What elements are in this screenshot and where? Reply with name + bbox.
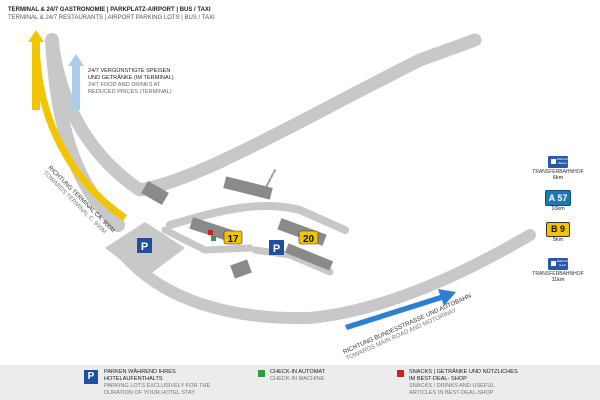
header-title-de: TERMINAL & 24/7 GASTRONOMIE | PARKPLATZ-… bbox=[8, 7, 211, 13]
road-link-lot17 bbox=[161, 226, 254, 254]
legend-parking-de-1: PARKEN WÄHREND IHRES bbox=[104, 369, 176, 375]
shop-marker bbox=[208, 230, 213, 235]
shuttle-weeze-sign: Bahnhof Weeze bbox=[548, 156, 568, 168]
road-terminal-approach bbox=[45, 33, 125, 232]
bus-icon bbox=[551, 261, 556, 266]
legend-shop-en-2: ARTICLES IN BEST-DEAL-SHOP bbox=[409, 390, 494, 396]
building-2 bbox=[223, 176, 273, 200]
lot-17-badge bbox=[223, 230, 243, 245]
road-b9: B 9 5km bbox=[530, 222, 586, 243]
shuttle-weeze-sign-top: Bahnhof bbox=[557, 157, 569, 161]
a57-distance: 10km bbox=[551, 206, 565, 212]
map-legend: P PARKEN WÄHREND IHRES HOTELAUFENTHALTS … bbox=[0, 365, 600, 400]
shuttle-weeze-distance: 6km bbox=[552, 175, 564, 181]
legend-parking-en-1: PARKING LOTS EXCLUSIVELY FOR THE bbox=[104, 383, 211, 389]
b9-sign: B 9 bbox=[546, 222, 570, 237]
legend-shop-icon bbox=[397, 370, 404, 377]
shuttle-goch-caption: TRANSFERBAHNHOF bbox=[532, 271, 584, 277]
b9-distance: 5km bbox=[552, 237, 564, 243]
food-arrow bbox=[68, 54, 84, 110]
road-main-curve bbox=[114, 229, 536, 325]
parking-marker-small bbox=[269, 240, 284, 255]
site-map: P P 17 20 RICHTUNG TERMINAL CA. 900M TOW… bbox=[28, 30, 536, 362]
shuttle-goch-sign-bottom: Goch bbox=[559, 263, 567, 267]
parking-marker-large-label: P bbox=[141, 241, 148, 253]
bus-icon bbox=[551, 159, 556, 164]
legend-parking: PARKEN WÄHREND IHRES HOTELAUFENTHALTS PA… bbox=[104, 369, 210, 397]
shuttle-weeze-caption: TRANSFERBAHNHOF bbox=[532, 169, 584, 175]
legend-shop-de-2: IM BEST-DEAL- SHOP bbox=[409, 376, 467, 382]
food-info-de-2: UND GETRÄNKE (IM TERMINAL) bbox=[88, 75, 174, 81]
shuttle-goch-sign-text: Bahnhof Goch bbox=[557, 259, 568, 267]
legend-parking-en-2: DURATION OF YOUR HOTEL STAY bbox=[104, 390, 196, 396]
building-1 bbox=[141, 180, 169, 206]
motorway-road-label-en: TOWARDS MAIN ROAD AND MOTORWAY bbox=[345, 307, 458, 362]
shuttle-weeze-sign-text: Bahnhof Weeze bbox=[557, 157, 568, 165]
shuttle-goch-sign: Bahnhof Goch bbox=[548, 258, 568, 270]
legend-parking-de-2: HOTELAUFENTHALTS bbox=[104, 376, 163, 382]
lot-17-label: 17 bbox=[227, 234, 239, 245]
legend-checkin: CHECK-IN AUTOMAT CHECK-IN MACHINE bbox=[270, 369, 325, 383]
legend-shop-de-1: SNACKS | GETRÄNKE UND NÜTZLICHES bbox=[409, 369, 518, 375]
shuttle-weeze: Bahnhof Weeze TRANSFERBAHNHOF 6km bbox=[530, 156, 586, 181]
legend-checkin-en: CHECK-IN MACHINE bbox=[270, 376, 325, 382]
building-5 bbox=[284, 243, 334, 271]
road-link-lot20 bbox=[251, 246, 334, 276]
legend-shop: SNACKS | GETRÄNKE UND NÜTZLICHES IM BEST… bbox=[409, 369, 518, 397]
shuttle-goch-sign-top: Bahnhof bbox=[557, 259, 569, 263]
food-info-en-2: REDUCED PRICES (TERMINAL) bbox=[88, 89, 172, 95]
shuttle-weeze-sign-bottom: Weeze bbox=[557, 161, 568, 165]
road-upper-curve bbox=[45, 33, 482, 197]
parking-marker-large bbox=[137, 238, 152, 253]
header-title-en: TERMINAL & 24/7 RESTAURANTS | AIRPORT PA… bbox=[8, 15, 215, 21]
building-6 bbox=[230, 259, 252, 279]
road-inner-loop bbox=[166, 202, 349, 234]
shuttle-goch-distance: 11km bbox=[551, 277, 565, 283]
map-header: TERMINAL & 24/7 GASTRONOMIE | PARKPLATZ-… bbox=[8, 6, 215, 22]
legend-parking-icon: P bbox=[84, 370, 98, 384]
terminal-arrow-curve bbox=[32, 43, 127, 221]
parking-marker-small-label: P bbox=[273, 243, 280, 255]
food-info: 24/7 VERGÜNSTIGTE SPEISEN UND GETRÄNKE (… bbox=[88, 68, 174, 96]
legend-checkin-icon bbox=[258, 370, 265, 377]
food-info-de-1: 24/7 VERGÜNSTIGTE SPEISEN bbox=[88, 68, 171, 74]
motorway-arrow bbox=[345, 289, 456, 330]
shuttle-goch: Bahnhof Goch TRANSFERBAHNHOF 11km bbox=[530, 258, 586, 283]
a57-sign: A 57 bbox=[545, 190, 571, 206]
lot-20-label: 20 bbox=[303, 234, 315, 245]
road-a57: A 57 10km bbox=[530, 190, 586, 212]
checkin-marker bbox=[211, 236, 216, 241]
food-info-en-1: 24/7 FOOD AND DRINKS AT bbox=[88, 82, 161, 88]
legend-checkin-de: CHECK-IN AUTOMAT bbox=[270, 369, 326, 375]
lot-20-badge bbox=[298, 230, 319, 245]
legend-shop-en-1: SNACKS / DRINKS AND USEFUL bbox=[409, 383, 495, 389]
